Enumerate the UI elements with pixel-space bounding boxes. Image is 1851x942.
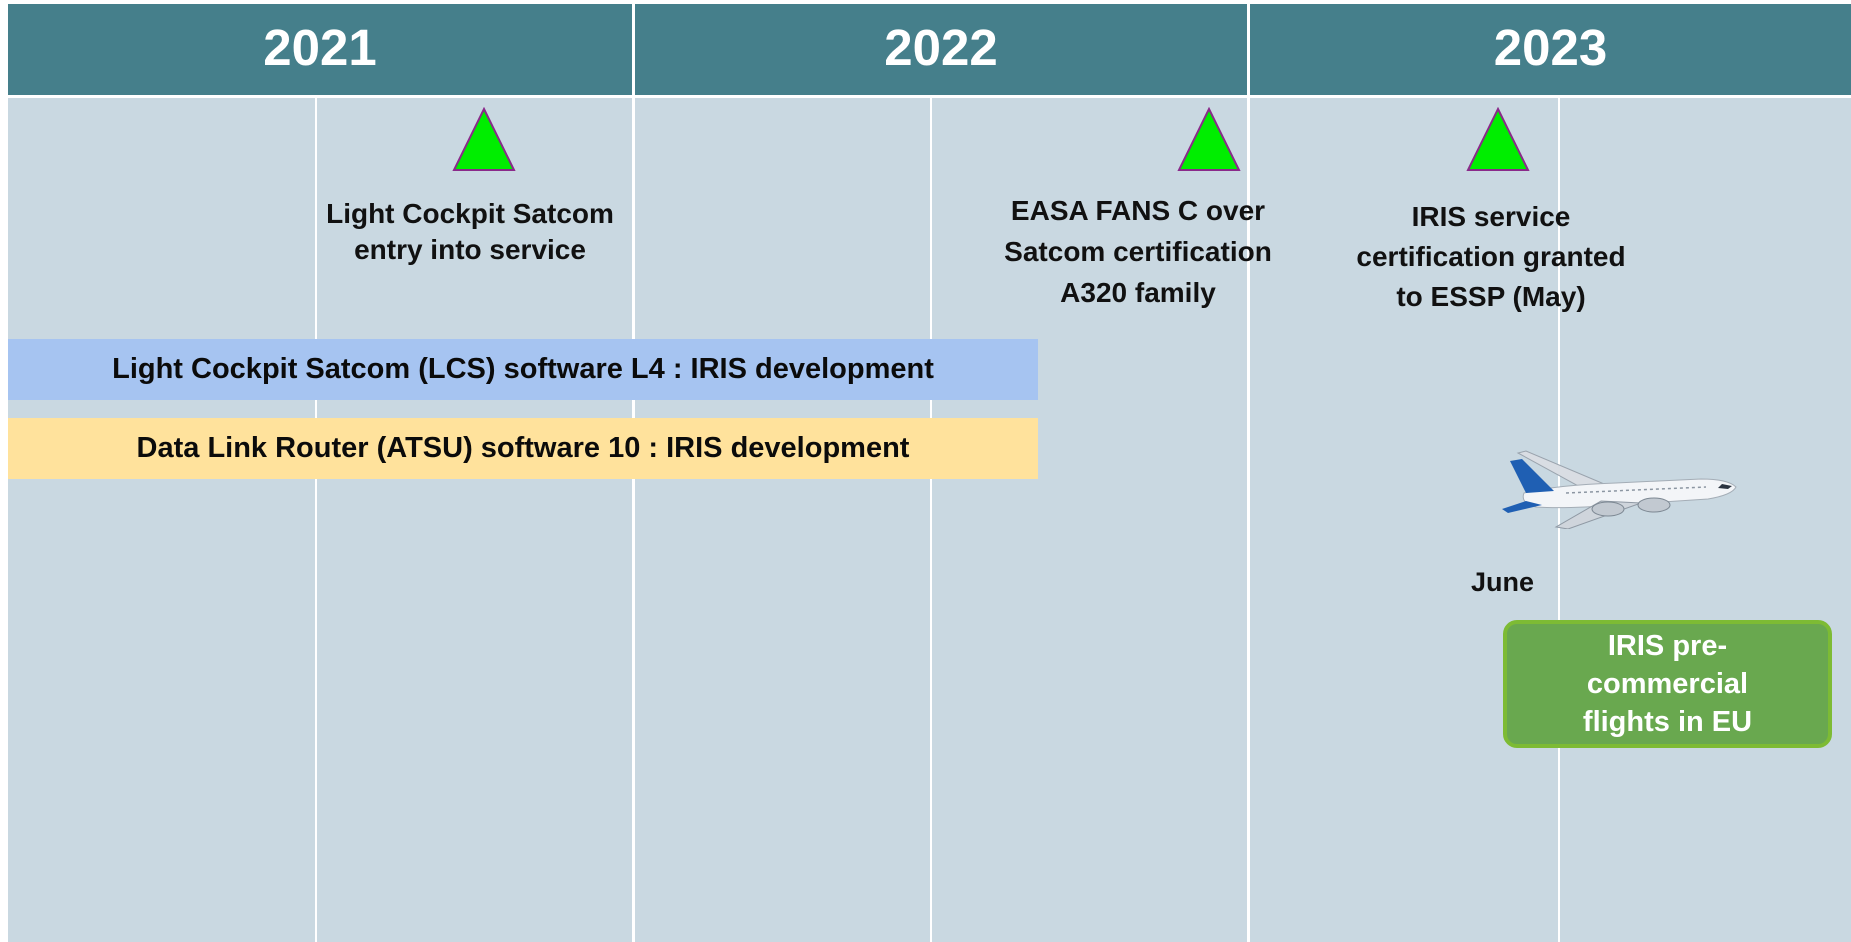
- header-divider: [8, 95, 1851, 98]
- milestone-marker: [1177, 107, 1241, 172]
- half-year-gridline: [315, 98, 317, 942]
- airplane-icon: [1496, 449, 1746, 534]
- year-header-2022: 2022: [635, 4, 1247, 95]
- callout-line: commercial: [1586, 668, 1749, 700]
- milestone-label: Light Cockpit Satcom entry into service: [270, 196, 670, 268]
- bar-label: Data Link Router (ATSU) software 10 : IR…: [136, 432, 910, 464]
- triangle-marker-icon: [1466, 107, 1530, 171]
- milestone-label-line: Satcom certification: [1004, 236, 1272, 267]
- triangle-marker-icon: [452, 107, 516, 171]
- milestone-label-line: EASA FANS C over: [1010, 195, 1266, 226]
- milestone-marker: [452, 107, 516, 172]
- milestone-label-line: entry into service: [354, 234, 586, 265]
- milestone-label: EASA FANS C over Satcom certification A3…: [968, 190, 1308, 313]
- iris-flights-callout: IRIS pre- commercial flights in EU: [1503, 620, 1832, 748]
- triangle-marker-icon: [1177, 107, 1241, 171]
- callout-line: flights in EU: [1582, 706, 1753, 738]
- milestone-label-line: certification granted: [1356, 241, 1626, 272]
- atsu-development-bar: Data Link Router (ATSU) software 10 : IR…: [8, 418, 1038, 479]
- year-label: 2023: [1493, 19, 1608, 76]
- event-month-label: June: [1471, 567, 1535, 597]
- bar-label: Light Cockpit Satcom (LCS) software L4 :…: [112, 353, 934, 385]
- timeline: 2021 2022 2023 Light Cockpit Satcom entr…: [8, 4, 1851, 942]
- half-year-gridline: [930, 98, 932, 942]
- year-label: 2021: [263, 19, 377, 76]
- lcs-development-bar: Light Cockpit Satcom (LCS) software L4 :…: [8, 339, 1038, 400]
- year-header-2021: 2021: [8, 4, 632, 95]
- milestone-label-line: A320 family: [1060, 277, 1216, 308]
- callout-line: IRIS pre-: [1607, 630, 1728, 662]
- milestone-label-line: IRIS service: [1411, 201, 1571, 232]
- milestone-label: IRIS service certification granted to ES…: [1321, 197, 1661, 317]
- year-label: 2022: [884, 19, 998, 76]
- year-divider: [1247, 4, 1250, 942]
- milestone-marker: [1466, 107, 1530, 172]
- half-year-gridline: [1558, 98, 1560, 942]
- milestone-label-line: to ESSP (May): [1396, 281, 1586, 312]
- year-header-2023: 2023: [1250, 4, 1851, 95]
- milestone-label-line: Light Cockpit Satcom: [326, 198, 614, 229]
